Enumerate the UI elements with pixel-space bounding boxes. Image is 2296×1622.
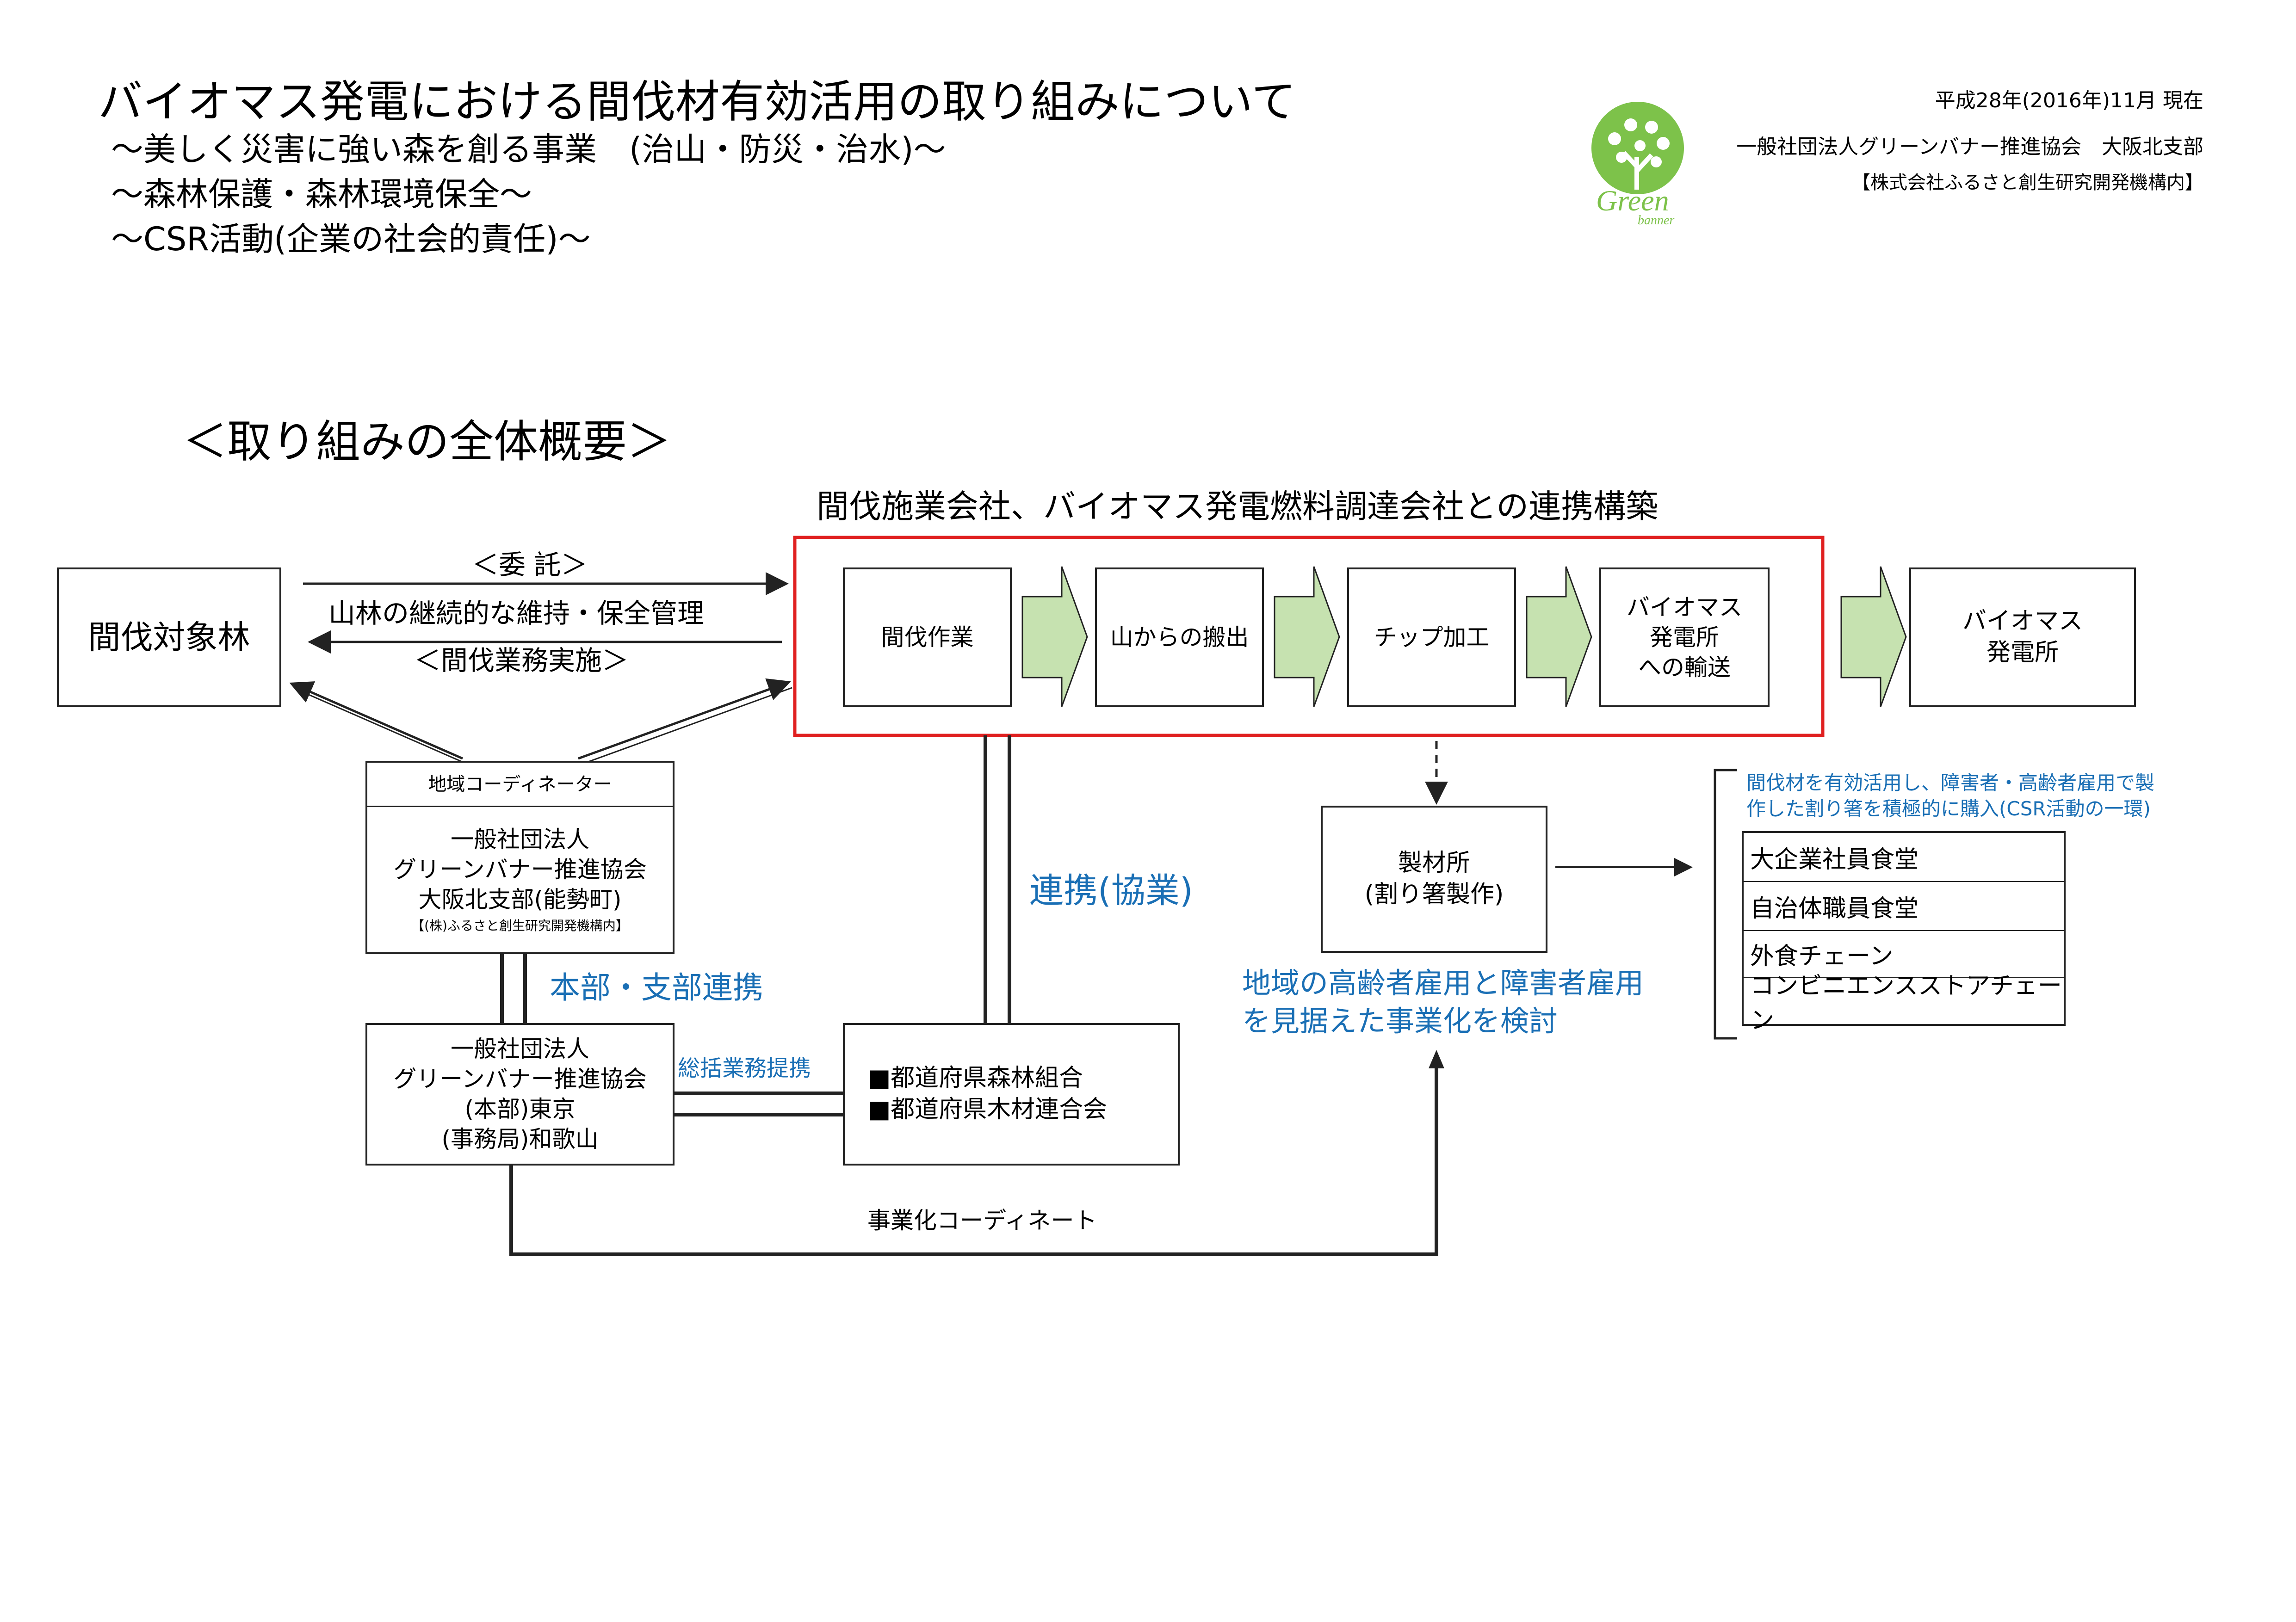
logo-text: Green [1596,184,1669,217]
hq-line-1: 一般社団法人 [451,1036,589,1062]
employment-line-1: 地域の高齢者雇用と障害者雇用 [1242,966,1644,1000]
hq-line-4: (事務局)和歌山 [441,1126,599,1153]
commission-bottom-label: ＜間伐業務実施＞ [414,645,629,676]
partnership-heading: 間伐施業会社、バイオマス発電燃料調達会社との連携構築 [817,487,1659,525]
coordinator-body: 一般社団法人 グリーンバナー推進協会 大阪北支部(能勢町) 【(株)ふるさと創生… [393,807,647,952]
page-title: バイオマス発電における間伐材有効活用の取り組みについて [98,76,1296,128]
hq-line-3: (本部)東京 [464,1096,576,1122]
forest-box-label: 間伐対象林 [88,618,250,656]
buyer-label-1: 大企業社員食堂 [1750,845,1919,874]
subtitle-3: ～CSR活動(企業の社会的責任)～ [111,220,591,258]
business-coordinate-connector [509,1064,1438,1256]
hq-line-2: グリーンバナー推進協会 [393,1066,647,1092]
buyer-row: 大企業社員食堂 [1742,831,2066,882]
general-affairs-label: 総括業務提携 [678,1055,811,1081]
process-step-thinning-label: 間伐作業 [881,623,974,651]
coordinator-to-forest-arrow [289,681,464,760]
hq-box: 一般社団法人 グリーンバナー推進協会 (本部)東京 (事務局)和歌山 [365,1023,675,1166]
process-step-delivery: バイオマス 発電所 への輸送 [1599,567,1770,707]
subtitle-list: ～美しく災害に強い森を創る事業 (治山・防災・治水)～ ～森林保護・森林環境保全… [111,127,946,262]
purchase-note: 間伐材を有効活用し、障害者・高齢者雇用で製 作した割り箸を積極的に購入(CSR活… [1746,770,2154,822]
chevron-2 [1274,566,1340,707]
employment-note: 地域の高齢者雇用と障害者雇用 を見据えた事業化を検討 [1242,964,1644,1040]
partnership-frame [793,536,1825,737]
buyer-label-4: コンビニエンスストアチェーン [1750,972,2062,1035]
buyer-row: 自治体職員食堂 [1742,881,2066,931]
chevron-4 [1840,566,1907,707]
business-coordinate-arrowhead [1429,1050,1444,1068]
sawmill-line-2: (割り箸製作) [1364,881,1504,908]
commission-middle-label: 山林の継続的な維持・保全管理 [328,598,705,629]
prefecture-box: ■都道府県森林組合 ■都道府県木材連合会 [843,1023,1180,1166]
org-note: 【株式会社ふるさと創生研究開発機構内】 [1852,172,2203,193]
process-step-thinning: 間伐作業 [843,567,1012,707]
powerplant-box: バイオマス 発電所 [1909,567,2136,707]
coordinator-to-frame-arrow-b [582,687,792,765]
chevron-1 [1021,566,1088,707]
coordinator-note: 【(株)ふるさと創生研究開発機構内】 [411,918,629,934]
buyer-row: 外食チェーン [1742,930,2066,978]
buyer-row: コンビニエンスストアチェーン [1742,972,2066,1035]
date-label: 平成28年(2016年)11月 現在 [1935,89,2203,112]
coordinator-line-1: 一般社団法人 [451,826,589,853]
forest-box: 間伐対象林 [57,567,281,707]
buyer-label-3: 外食チェーン [1750,943,1894,970]
green-banner-logo: Green banner [1591,102,1684,228]
purchase-note-line-1: 間伐材を有効活用し、障害者・高齢者雇用で製 [1746,771,2155,794]
process-step-chip: チップ加工 [1347,567,1516,707]
process-step-transport-out: 山からの搬出 [1095,567,1264,707]
prefecture-line-2: ■都道府県木材連合会 [868,1096,1108,1123]
subtitle-1: ～美しく災害に強い森を創る事業 (治山・防災・治水)～ [111,130,946,168]
prefecture-line-1: ■都道府県森林組合 [868,1064,1083,1092]
org-name: 一般社団法人グリーンバナー推進協会 大阪北支部 [1736,135,2203,159]
hq-branch-label: 本部・支部連携 [550,970,763,1005]
process-step-transport-out-label: 山からの搬出 [1110,623,1249,651]
coordinator-header-label: 地域コーディネーター [428,773,612,795]
buyers-bracket [1714,769,1737,1040]
commission-top-label: ＜委 託＞ [472,549,588,580]
process-step-delivery-label: バイオマス 発電所 への輸送 [1627,593,1742,681]
employment-line-2: を見据えた事業化を検討 [1242,1004,1558,1038]
coordinator-to-frame-arrow [578,678,791,760]
logo-subtext: banner [1638,213,1674,228]
coordinator-to-forest-arrow-b [296,688,468,765]
business-coordinate-label: 事業化コーディネート [867,1207,1097,1234]
coordinator-box: 地域コーディネーター 一般社団法人 グリーンバナー推進協会 大阪北支部(能勢町)… [365,761,675,954]
purchase-note-line-2: 作した割り箸を積極的に購入(CSR活動の一環) [1746,797,2151,820]
process-step-chip-label: チップ加工 [1374,623,1490,651]
sawmill-box: 製材所 (割り箸製作) [1321,806,1547,953]
sawmill-line-1: 製材所 [1398,849,1470,877]
subtitle-2: ～森林保護・森林環境保全～ [111,175,532,213]
coordinator-line-2: グリーンバナー推進協会 [393,856,647,883]
powerplant-box-label: バイオマス 発電所 [1962,607,2083,666]
chevron-3 [1526,566,1592,707]
coordinator-line-3: 大阪北支部(能勢町) [418,886,622,913]
coordinator-header: 地域コーディネーター [367,763,673,807]
collaboration-label: 連携(協業) [1029,871,1193,911]
overview-title: ＜取り組みの全体概要＞ [183,416,671,468]
buyer-label-2: 自治体職員食堂 [1750,894,1919,923]
